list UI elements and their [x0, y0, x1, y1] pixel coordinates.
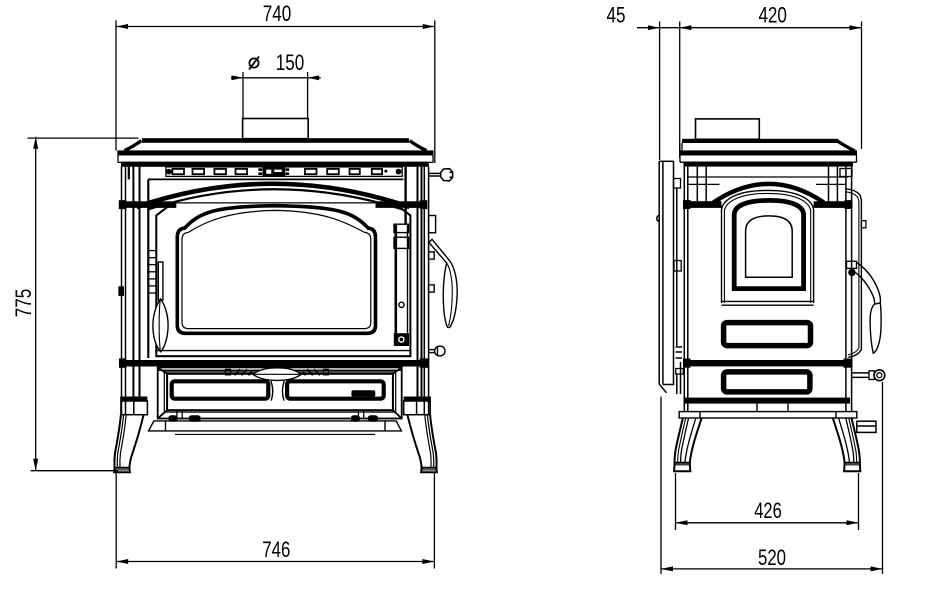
svg-text:45: 45: [607, 2, 626, 27]
svg-text:746: 746: [262, 537, 290, 562]
svg-text:150: 150: [276, 50, 305, 75]
svg-text:740: 740: [263, 1, 292, 26]
svg-text:420: 420: [758, 2, 787, 27]
svg-text:426: 426: [754, 498, 782, 523]
svg-text:775: 775: [11, 289, 36, 318]
svg-text:520: 520: [758, 545, 786, 570]
